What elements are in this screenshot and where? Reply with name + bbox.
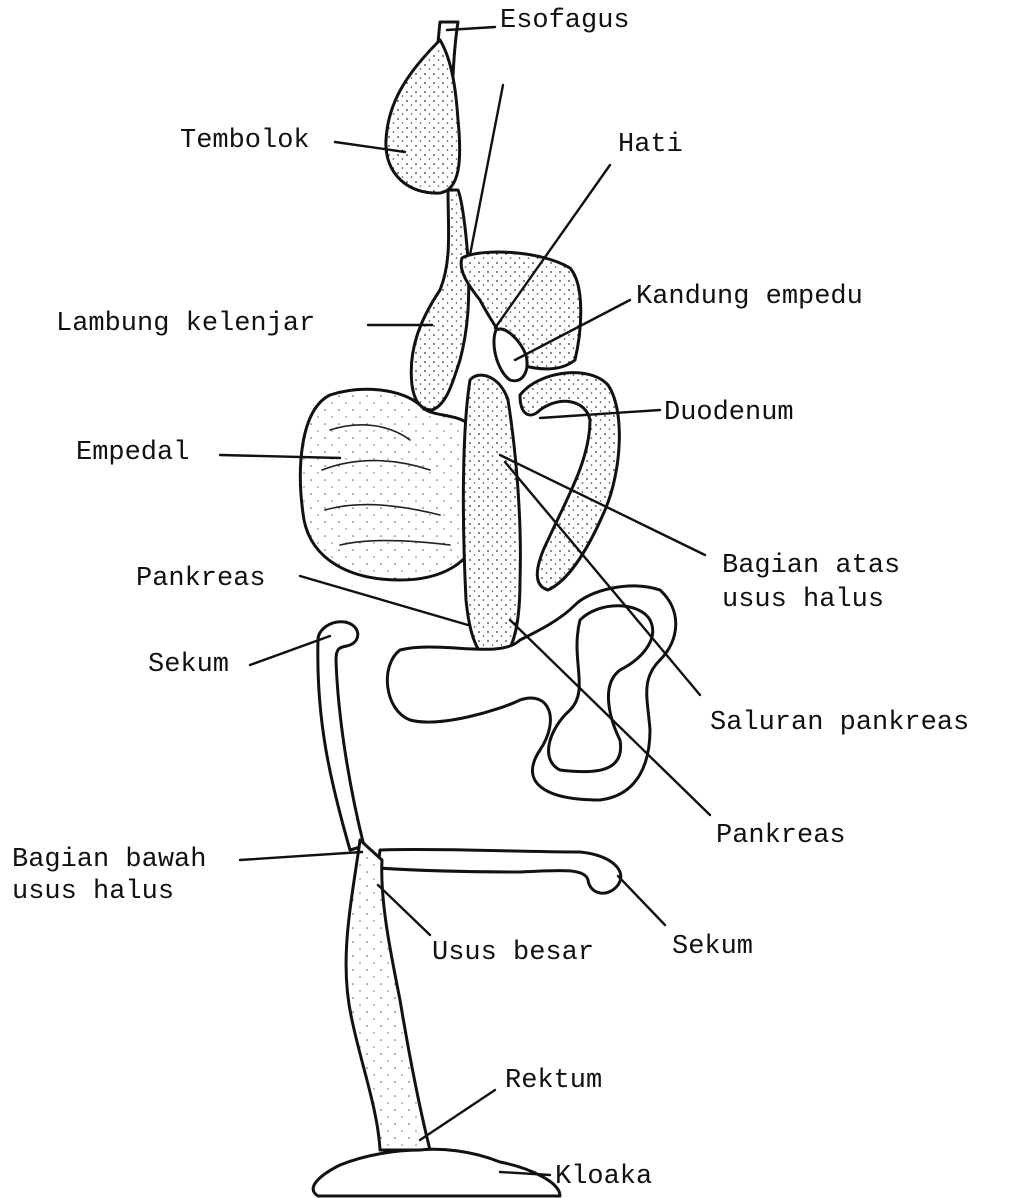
proventriculus-shape — [411, 190, 468, 410]
label-lambung-kelenjar: Lambung kelenjar — [56, 309, 315, 339]
label-bagian-atas-line1: Bagian atas — [722, 551, 900, 581]
label-bagian-atas-line2: usus halus — [722, 585, 884, 615]
label-kloaka: Kloaka — [555, 1162, 652, 1192]
label-pankreas-right: Pankreas — [716, 821, 846, 851]
leader-esofagus-2 — [470, 85, 503, 255]
label-sekum-left: Sekum — [148, 650, 229, 680]
crop-shape — [386, 40, 460, 193]
cecum-left-shape — [318, 622, 364, 850]
label-pankreas-left: Pankreas — [136, 564, 266, 594]
label-rektum: Rektum — [505, 1066, 602, 1096]
label-hati: Hati — [618, 130, 683, 160]
duodenum-loop-shape — [520, 373, 619, 590]
label-esofagus: Esofagus — [500, 6, 630, 36]
label-saluran-pankreas: Saluran pankreas — [710, 708, 969, 738]
leader-sekum-right — [618, 876, 665, 925]
leader-bagian-bawah — [240, 852, 362, 860]
label-duodenum: Duodenum — [664, 398, 794, 428]
label-sekum-right: Sekum — [672, 932, 753, 962]
leader-pankreas-left — [300, 576, 468, 625]
label-tembolok: Tembolok — [180, 126, 310, 156]
label-usus-besar: Usus besar — [432, 938, 594, 968]
label-bagian-bawah-line2: usus halus — [12, 877, 174, 907]
large-intestine-shape — [346, 840, 430, 1150]
cecum-right-shape — [378, 849, 621, 893]
label-bagian-bawah-line1: Bagian bawah — [12, 845, 206, 875]
label-kandung-empedu: Kandung empedu — [636, 282, 863, 312]
label-empedal: Empedal — [76, 438, 189, 468]
leader-rektum — [420, 1090, 495, 1140]
pancreas-shape — [463, 375, 520, 660]
gizzard-shape — [300, 389, 487, 580]
